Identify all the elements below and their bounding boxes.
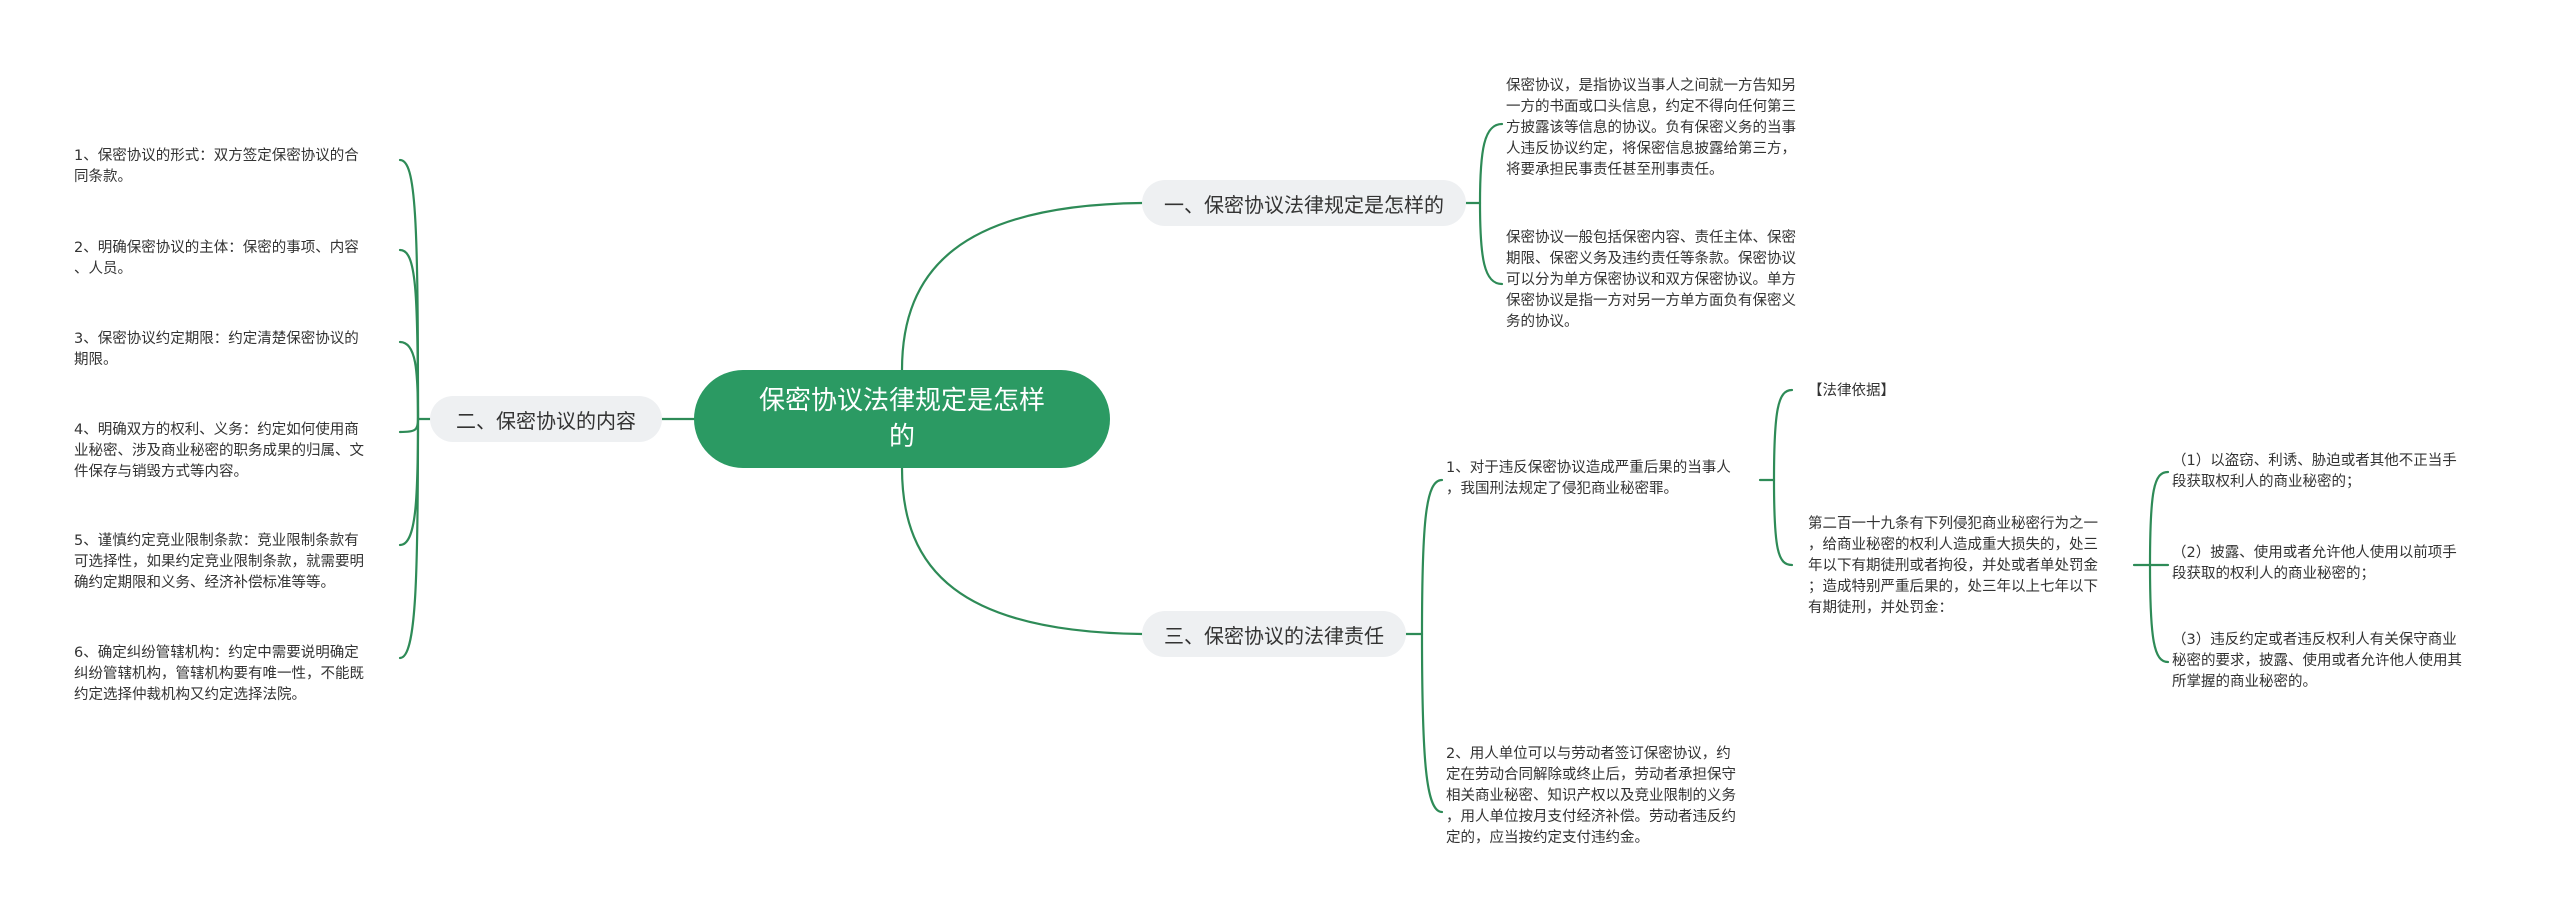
leaf-item-4[interactable]: 4、明确双方的权利、义务：约定如何使用商 业秘密、涉及商业秘密的职务成果的归属、… <box>74 422 364 480</box>
leaf-item-5[interactable]: 5、谨慎约定竞业限制条款：竞业限制条款有 可选择性，如果约定竞业限制条款，就需要… <box>74 533 364 591</box>
leaf-item-1[interactable]: 1、保密协议的形式：双方签定保密协议的合 同条款。 <box>74 148 359 185</box>
root-title-line1: 保密协议法律规定是怎样 <box>758 386 1045 416</box>
leaf-subitem-2[interactable]: （2）披露、使用或者允许他人使用以前项手 段获取的权利人的商业秘密的； <box>2172 545 2457 582</box>
leaf-item-2[interactable]: 2、明确保密协议的主体：保密的事项、内容 、人员。 <box>74 240 359 277</box>
branch-topic-legal-liability[interactable]: 三、保密协议的法律责任 <box>1142 611 1406 657</box>
leaf-legal-basis[interactable]: 【法律依据】 <box>1808 383 1895 399</box>
leaf-subitem-1[interactable]: （1）以盗窃、利诱、胁迫或者其他不正当手 段获取权利人的商业秘密的； <box>2172 453 2457 490</box>
leaf-item-3[interactable]: 3、保密协议约定期限：约定清楚保密协议的 期限。 <box>74 331 359 368</box>
leaf-item-6[interactable]: 6、确定纠纷管辖机构：约定中需要说明确定 纠纷管辖机构，管辖机构要有唯一性，不能… <box>74 645 364 703</box>
leaf-content-types[interactable]: 保密协议一般包括保密内容、责任主体、保密 期限、保密义务及违约责任等条款。保密协… <box>1506 230 1796 330</box>
leaf-subitem-3[interactable]: （3）违反约定或者违反权利人有关保守商业 秘密的要求，披露、使用或者允许他人使用… <box>2172 632 2462 690</box>
root-topic[interactable]: 保密协议法律规定是怎样 的 <box>694 370 1110 468</box>
link-root-branch1 <box>900 201 1144 372</box>
branch-topic-legal-provisions[interactable]: 一、保密协议法律规定是怎样的 <box>1142 180 1466 226</box>
leaf-criminal-liability[interactable]: 1、对于违反保密协议造成严重后果的当事人 ，我国刑法规定了侵犯商业秘密罪。 <box>1446 460 1731 497</box>
leaf-article-219[interactable]: 第二百一十九条有下列侵犯商业秘密行为之一 ，给商业秘密的权利人造成重大损失的，处… <box>1808 516 2098 616</box>
root-title-line2: 的 <box>888 422 915 452</box>
leaf-employer-agreement[interactable]: 2、用人单位可以与劳动者签订保密协议，约 定在劳动合同解除或终止后，劳动者承担保… <box>1446 746 1736 846</box>
branch-topic-agreement-content[interactable]: 二、保密协议的内容 <box>430 396 662 442</box>
link-root-branch3 <box>900 466 1144 636</box>
leaf-definition[interactable]: 保密协议，是指协议当事人之间就一方告知另 一方的书面或口头信息，约定不得向任何第… <box>1506 78 1796 178</box>
